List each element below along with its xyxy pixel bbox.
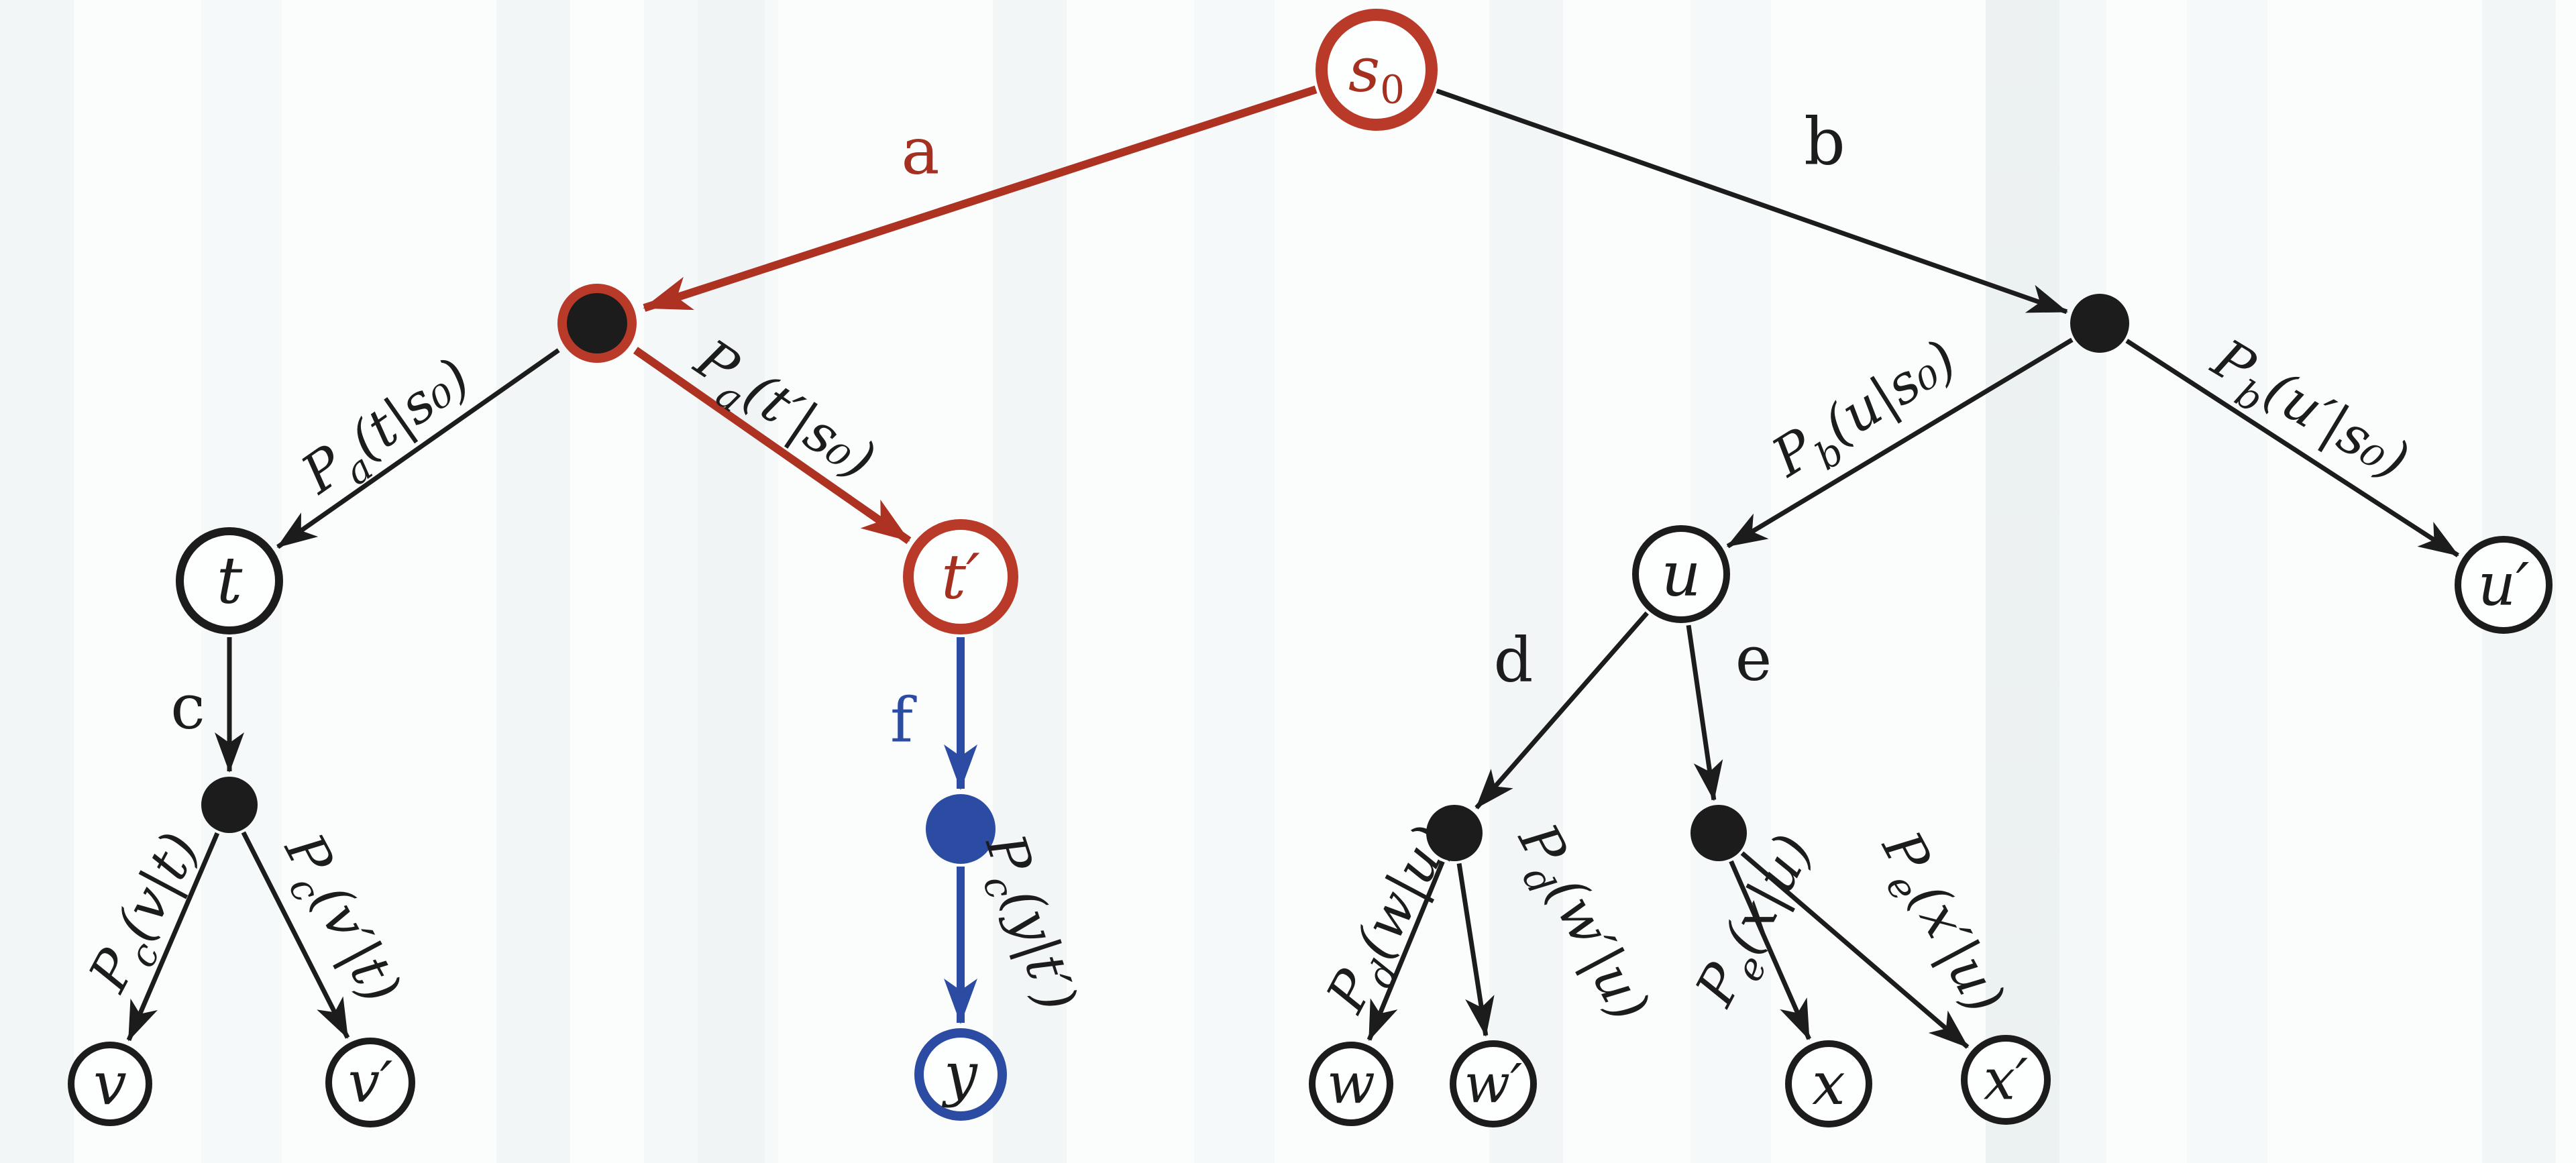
state-node-x-prime — [1961, 1035, 2051, 1125]
action-label-d: d — [1494, 624, 1534, 696]
prob-label-Pc-y: Pc(y|t′) — [963, 826, 1089, 1022]
edge-chance-b-to-u-prime — [2125, 339, 2459, 557]
edge-chance-a-to-t-prime — [633, 347, 912, 545]
prob-label-Pb-u: Pb(u|s₀) — [1760, 328, 1974, 499]
action-label-e: e — [1735, 622, 1772, 694]
prob-label-Pb-up: Pb(u′|s₀) — [2195, 327, 2419, 502]
state-node-v — [68, 1042, 152, 1126]
action-label-c: c — [170, 671, 205, 742]
edge-u-to-chance-d — [1474, 611, 1649, 810]
state-node-t-prime — [903, 519, 1018, 634]
state-node-w-prime — [1450, 1040, 1537, 1127]
edge-chance-c-to-v — [126, 832, 220, 1042]
edge-chance-c-to-v-prime — [241, 831, 350, 1039]
state-label-v-prime: v′ — [348, 1050, 393, 1115]
edge-chance-e-to-x — [1729, 860, 1811, 1040]
prob-label-Pd-w: Pd(w|u) — [1313, 815, 1473, 1028]
prob-label-Pc-v: Pc(v|t) — [76, 822, 221, 1007]
state-node-x — [1785, 1040, 1872, 1127]
chance-node-chance-b — [2070, 294, 2129, 353]
state-node-u — [1632, 525, 1730, 623]
chance-node-chance-a — [557, 284, 637, 363]
prob-label-Pe-xp: Pe(x′|u) — [1860, 820, 2017, 1028]
state-node-t — [176, 527, 283, 634]
edge-chance-d-to-w-prime — [1456, 863, 1495, 1037]
state-label-t: t — [217, 543, 243, 618]
state-node-y — [914, 1028, 1007, 1121]
edge-chance-b-to-u — [1726, 337, 2074, 549]
state-node-u-prime — [2455, 536, 2553, 634]
chance-node-chance-f — [926, 794, 996, 864]
state-label-y: y — [941, 1040, 978, 1109]
state-label-s0: s0 — [1348, 34, 1405, 112]
edge-s0-to-chance-b — [1436, 89, 2068, 315]
edge-u-to-chance-e — [1686, 624, 1723, 801]
action-label-f: f — [890, 684, 917, 756]
prob-label-Pc-vp: Pc(v′|t) — [262, 822, 413, 1018]
state-label-x-prime: x′ — [1984, 1047, 2028, 1113]
state-label-u-prime: u′ — [2478, 550, 2530, 619]
prob-label-Pa-t: Pa(t|s₀) — [289, 346, 488, 516]
edge-chance-e-to-x-prime — [1740, 851, 1970, 1049]
state-label-u: u — [1661, 538, 1701, 610]
action-label-a: a — [901, 114, 939, 189]
edge-chance-a-to-t — [276, 348, 560, 549]
state-node-s0 — [1316, 9, 1438, 131]
prob-label-Pd-wp: Pd(w′|u) — [1496, 813, 1662, 1037]
chance-node-chance-c — [201, 777, 258, 833]
action-label-b: b — [1804, 105, 1845, 180]
state-label-w: w — [1327, 1051, 1375, 1117]
state-label-w-prime: w′ — [1464, 1052, 1523, 1115]
state-label-t-prime: t′ — [941, 541, 980, 612]
state-node-v-prime — [325, 1038, 415, 1127]
edge-s0-to-chance-a — [643, 85, 1318, 312]
state-node-w — [1309, 1042, 1393, 1126]
prob-label-Pa-tp: Pa(t′|s₀) — [677, 327, 886, 501]
state-label-v: v — [93, 1049, 127, 1118]
chance-node-chance-e — [1690, 805, 1747, 861]
chance-node-chance-d — [1426, 805, 1483, 861]
state-label-x: x — [1812, 1049, 1845, 1118]
edge-chance-d-to-w — [1366, 861, 1445, 1042]
